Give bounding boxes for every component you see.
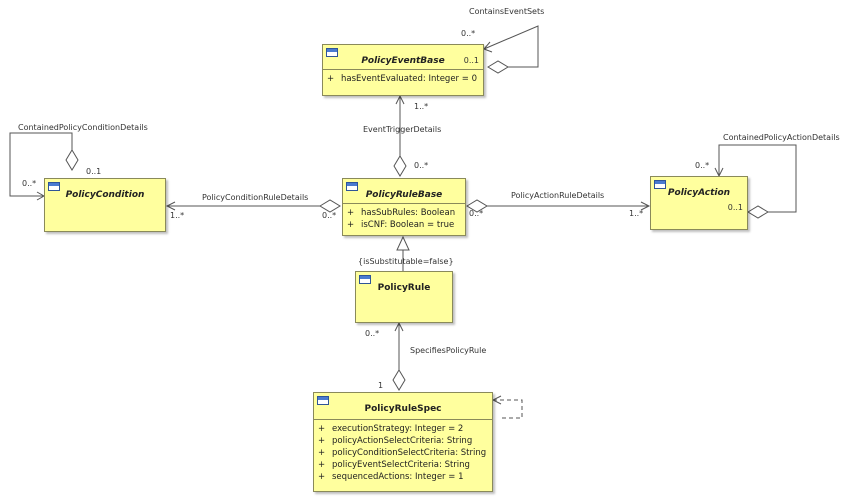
event-trigger-multiplicity-event: 1..* [414,102,429,111]
attribute-row: +hasEventEvaluated: Integer = 0 [327,74,477,84]
attribute-compartment: +hasSubRules: Boolean +isCNF: Boolean = … [343,204,465,233]
contains-event-sets-label: ContainsEventSets [469,7,545,16]
class-policy-rule-base[interactable]: PolicyRuleBase +hasSubRules: Boolean +is… [342,178,466,236]
class-icon [654,180,666,189]
attribute-row: +policyActionSelectCriteria: String [318,436,473,446]
contained-action-details-label: ContainedPolicyActionDetails [723,133,840,142]
class-name: PolicyEventBase [361,56,445,66]
class-header: PolicyRuleBase [343,179,465,204]
aggregation-diamond-action-rule [466,199,488,213]
class-name: PolicyRuleBase [365,190,443,200]
class-policy-event-base[interactable]: PolicyEventBase 0..1 +hasEventEvaluated:… [322,44,484,96]
policy-action-rule-details-label: PolicyActionRuleDetails [511,191,605,200]
policy-rule-spec-self-dependency [493,399,523,419]
aggregation-diamond-event-trigger [393,155,407,177]
class-icon [48,182,60,191]
attribute-row: +policyEventSelectCriteria: String [318,460,470,470]
class-name: PolicyCondition [65,190,145,200]
attribute-row: +sequencedActions: Integer = 1 [318,472,464,482]
attribute-compartment: +executionStrategy: Integer = 2 +policyA… [314,420,492,485]
class-name: PolicyRuleSpec [364,404,442,414]
generalization-arrowhead [396,235,410,251]
arrowhead-contains-event-sets [483,41,493,53]
event-trigger-multiplicity-rule: 0..* [414,161,429,170]
specifies-policy-rule-multiplicity-rule: 0..* [365,329,380,338]
policy-action-multiplicity: 1..* [629,209,644,218]
class-name: PolicyRule [377,283,431,293]
arrowhead-policy-action [640,201,651,211]
specifies-policy-rule-label: SpecifiesPolicyRule [410,346,487,355]
aggregation-diamond-condition-rule [319,199,341,213]
policy-condition-rule-multiplicity: 0..* [322,211,337,220]
class-header: PolicyRuleSpec [314,393,492,420]
aggregation-diamond-specifies-policy-rule [392,369,406,391]
attribute-row: +executionStrategy: Integer = 2 [318,424,464,434]
class-policy-rule[interactable]: PolicyRule [355,271,453,323]
class-header: PolicyAction 0..1 [651,177,747,212]
generalization-constraint: {isSubstitutable=false} [358,257,454,266]
class-icon [326,48,338,57]
class-icon [317,396,329,405]
class-icon [359,275,371,284]
class-multiplicity: 0..1 [463,56,479,65]
class-header: PolicyCondition [45,179,165,203]
class-header: PolicyRule [356,272,452,296]
attribute-row: +policyConditionSelectCriteria: String [318,448,487,458]
contained-action-multiplicity: 0..* [695,161,710,170]
arrowhead-policy-condition [165,201,176,211]
specifies-policy-rule-multiplicity-spec: 1 [378,381,384,390]
policy-condition-rule-details-label: PolicyConditionRuleDetails [202,193,309,202]
arrowhead-specifies-policy-rule [394,321,404,332]
arrowhead-event-trigger [395,94,405,105]
contained-condition-details-line [9,132,73,197]
contained-condition-multiplicity-whole: 0..1 [86,167,102,176]
class-header: PolicyEventBase 0..1 [323,45,483,70]
class-multiplicity: 0..1 [727,203,743,212]
class-policy-condition[interactable]: PolicyCondition [44,178,166,232]
class-name: PolicyAction [667,188,731,198]
arrowhead-self-dependency [491,395,502,405]
attribute-compartment: +hasEventEvaluated: Integer = 0 [323,70,483,87]
class-icon [346,182,358,191]
aggregation-diamond-contained-condition [65,149,79,171]
contained-action-details-line [718,144,797,213]
aggregation-diamond-contains-event-sets [487,60,509,74]
attribute-row: +isCNF: Boolean = true [347,220,455,230]
aggregation-diamond-contained-action [747,205,769,219]
policy-action-rule-multiplicity: 0..* [469,209,484,218]
class-policy-rule-spec[interactable]: PolicyRuleSpec +executionStrategy: Integ… [313,392,493,492]
contained-condition-multiplicity-end: 0..* [22,179,37,188]
event-trigger-details-label: EventTriggerDetails [363,125,442,134]
class-policy-action[interactable]: PolicyAction 0..1 [650,176,748,230]
contained-condition-details-label: ContainedPolicyConditionDetails [18,123,148,132]
contains-event-sets-multiplicity: 0..* [461,29,476,38]
policy-condition-multiplicity: 1..* [170,211,185,220]
contains-event-sets-line [483,25,539,68]
attribute-row: +hasSubRules: Boolean [347,208,456,218]
